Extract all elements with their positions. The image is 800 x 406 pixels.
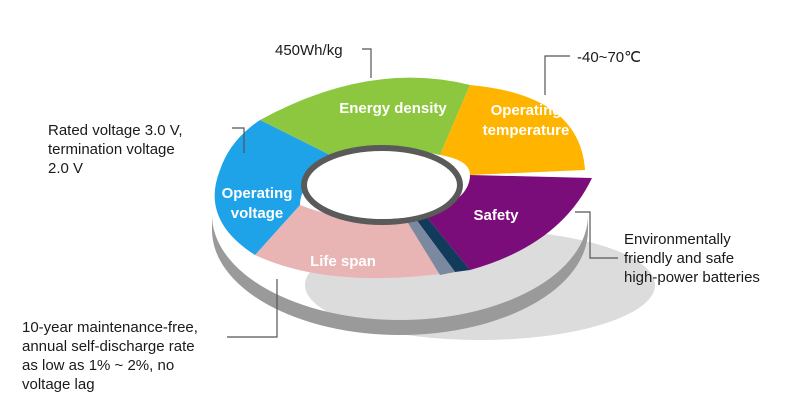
segment-label-operating-temperature: Operating: [491, 102, 562, 119]
note-operating-temperature: -40~70℃: [577, 49, 641, 66]
segment-energy-density: [260, 77, 470, 160]
segment-safety-gap: [415, 215, 470, 272]
segment-label-operating-temperature: temperature: [483, 122, 570, 139]
note-energy-density: 450Wh/kg: [275, 42, 343, 59]
segment-label-energy-density: Energy density: [339, 100, 447, 117]
segment-operating-temperature: [440, 85, 585, 175]
segment-label-operating-voltage: Operating: [222, 185, 293, 202]
note-safety: Environmentally friendly and safe high-p…: [624, 231, 760, 286]
ring-hole-inner: [314, 159, 454, 219]
leader-operating-temperature: [544, 55, 570, 95]
note-life-span: 10-year maintenance-free, annual self-di…: [22, 319, 198, 393]
segment-label-life-span: Life span: [310, 253, 376, 270]
leader-safety: [575, 211, 618, 259]
segment-label-safety: Safety: [473, 207, 519, 224]
leader-life-span: [227, 279, 278, 338]
leader-operating-voltage: [232, 127, 245, 153]
segment-operating-voltage: [214, 120, 340, 255]
segment-label-operating-voltage: voltage: [231, 205, 284, 222]
leader-energy-density: [362, 48, 372, 78]
note-operating-voltage: Rated voltage 3.0 V, termination voltage…: [48, 122, 183, 177]
segment-life-span-gap: [405, 218, 455, 275]
segment-safety: [425, 175, 592, 270]
